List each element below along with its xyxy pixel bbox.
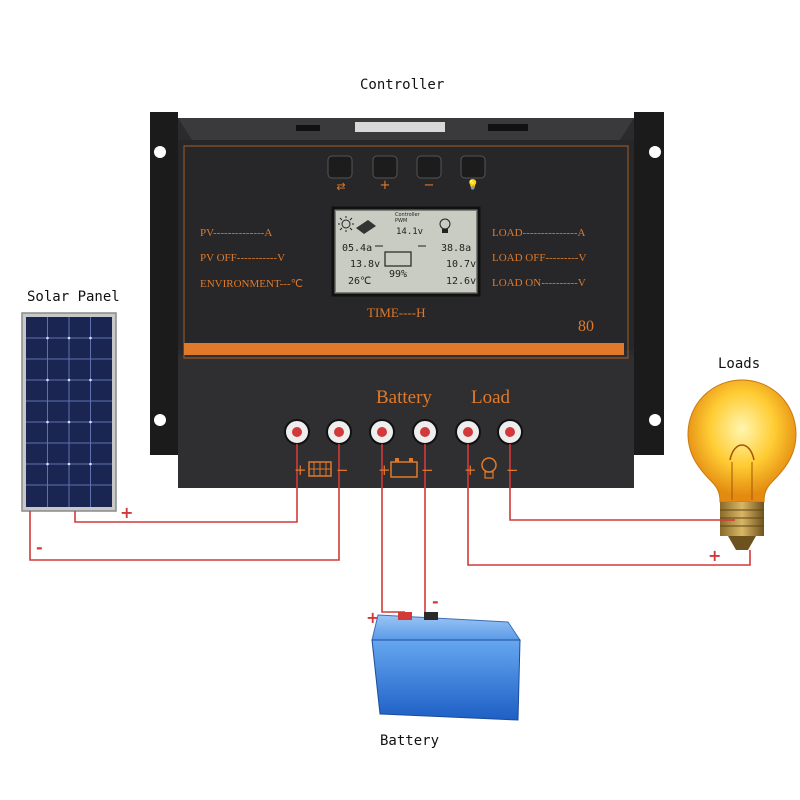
bat-plus-sign: + [378,461,391,479]
terminal-bat-plus [369,419,395,445]
controller-body [178,118,634,488]
battery-negative-post [424,612,438,620]
load-plus-sign: + [464,461,477,479]
terminals [284,419,523,445]
model-number: 80 [578,318,594,335]
lcd-battery-icon [384,251,412,267]
minus-icon: − [423,178,435,193]
light-button[interactable] [460,155,486,179]
panel-plus-sign: + [120,503,134,522]
battery-positive-post [398,612,412,620]
orange-stripe [184,343,624,355]
pv-current-readout: PV--------------A [200,227,273,239]
battery-minus-sign: - [432,592,439,611]
load-on-readout: LOAD ON----------V [492,277,586,289]
lcd-load-current: 38.8a [441,243,472,254]
bat-minus-sign: − [421,461,434,479]
bulb-terminal-icon [481,457,497,479]
lcd-load-off-voltage: 10.7v [446,259,477,270]
load-minus-sign: − [506,461,519,479]
load-current-readout: LOAD---------------A [492,227,586,239]
wire-pv-plus [74,444,298,523]
plus-button[interactable] [372,155,398,179]
wire-pv-minus [29,444,340,561]
light-bulb [687,379,797,550]
wire-load-plus [467,444,751,566]
load-section-label: Load [471,387,511,408]
solar-terminal-icon [308,461,332,477]
pv-off-readout: PV OFF-----------V [200,252,286,264]
environment-readout: ENVIRONMENT---℃ [200,278,303,290]
lcd-temperature: 26℃ [348,276,372,287]
lcd-battery-percent: 99% [389,269,408,280]
wire-battery-plus [381,444,405,613]
battery-plus-sign: + [366,608,380,627]
lcd-pv-current: 05.4a [342,243,373,254]
solar-panel-label: Solar Panel [27,289,120,305]
panel-minus-sign: - [36,538,43,557]
pv-plus-sign: + [294,461,307,479]
controller-flange-left [150,112,178,455]
terminal-bat-minus [412,419,438,445]
terminal-pv-minus [326,419,352,445]
lcd-battery-voltage: 13.8v [350,259,381,270]
controller-flange-right [634,112,664,455]
lcd-screen [331,206,481,297]
swap-icon: ⇄ [336,180,346,193]
battery-terminal-icon [390,458,418,478]
lcd-pv-voltage: 14.1v [396,227,424,237]
plus-icon: + [379,178,391,193]
bulb-plus-sign: + [708,546,722,565]
controller-label: Controller [360,77,445,93]
panel-mini-icon [356,220,376,234]
battery-block [371,612,521,721]
menu-button[interactable] [327,155,353,179]
sun-icon [338,216,354,232]
battery-label: Battery [380,733,440,749]
loads-label: Loads [718,356,761,372]
controller-buttons [327,155,486,179]
pv-minus-sign: − [336,461,349,479]
wire-load-minus [509,444,735,521]
load-off-readout: LOAD OFF---------V [492,252,587,264]
bulb-icon: 💡 [466,180,480,191]
terminal-load-minus [497,419,523,445]
terminal-pv-plus [284,419,310,445]
lcd-header: Controller PWM [395,212,420,224]
terminal-load-plus [455,419,481,445]
solar-panel [21,312,117,512]
time-readout: TIME----H [367,305,426,320]
battery-section-label: Battery [376,387,432,408]
minus-button[interactable] [416,155,442,179]
lcd-load-on-voltage: 12.6v [446,276,477,287]
wires [29,444,751,613]
